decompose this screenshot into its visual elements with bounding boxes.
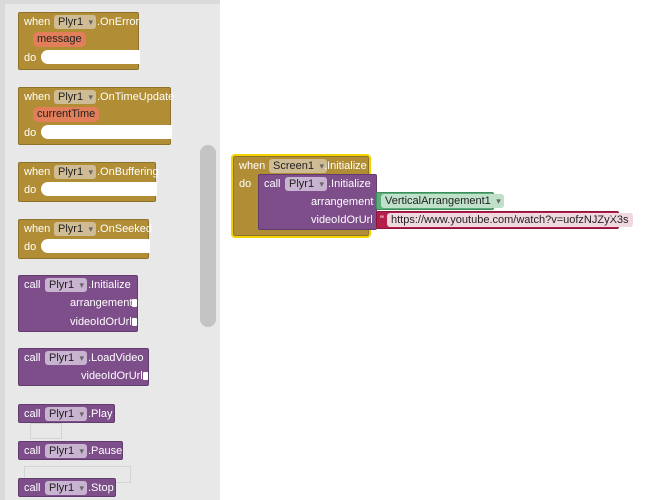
faded-block-outline [30, 423, 62, 439]
component-dropdown[interactable]: Plyr1 [54, 15, 97, 29]
component-dropdown[interactable]: Plyr1 [54, 90, 97, 104]
call-initialize-block[interactable]: call Plyr1 .Initialize arrangement video… [258, 174, 377, 230]
arg-arrangement: arrangement [70, 297, 133, 309]
statement-slot [41, 182, 157, 196]
blocks-flyout: when Plyr1 .OnError message do when Plyr… [0, 0, 220, 500]
on-buffering-block[interactable]: when Plyr1 .OnBuffering do [18, 162, 159, 202]
method-name: .Stop [88, 482, 114, 494]
do-label: do [24, 184, 37, 196]
when-label: when [24, 166, 51, 178]
component-dropdown[interactable]: Plyr1 [285, 177, 328, 191]
event-name: .Initialize [324, 160, 367, 172]
text-string-block[interactable]: " https://www.youtube.com/watch?v=uofzNJ… [376, 211, 633, 229]
method-name: .Initialize [328, 178, 371, 190]
component-dropdown[interactable]: VerticalArrangement1 [381, 194, 504, 208]
call-load-video-block[interactable]: call Plyr1 .LoadVideo videoIdOrUrl [18, 348, 149, 386]
when-label: when [24, 223, 51, 235]
component-dropdown[interactable]: Plyr1 [54, 165, 97, 179]
event-name: .OnSeeked [97, 223, 153, 235]
call-label: call [24, 482, 41, 494]
call-label: call [24, 279, 41, 291]
call-label: call [24, 408, 41, 420]
when-label: when [24, 91, 51, 103]
blocks-workspace[interactable]: when Screen1 .Initialize do call Plyr1 .… [220, 0, 655, 500]
event-name: .OnError [97, 16, 140, 28]
on-error-block[interactable]: when Plyr1 .OnError message do [18, 12, 140, 70]
arg-video-id-or-url: videoIdOrUrl [81, 370, 143, 382]
close-quote-icon: " [611, 214, 615, 226]
text-field[interactable]: https://www.youtube.com/watch?v=uofzNJZy… [387, 213, 633, 227]
call-label: call [264, 178, 281, 190]
method-name: .LoadVideo [88, 352, 144, 364]
statement-slot [41, 125, 172, 139]
component-dropdown[interactable]: Plyr1 [45, 407, 88, 421]
component-dropdown[interactable]: Plyr1 [45, 444, 88, 458]
do-label: do [24, 241, 37, 253]
input-socket[interactable] [132, 299, 137, 307]
arg-video-id-or-url: videoIdOrUrl [311, 214, 373, 226]
arg-arrangement: arrangement [311, 196, 374, 208]
method-name: .Pause [88, 445, 123, 457]
component-dropdown[interactable]: Plyr1 [54, 222, 97, 236]
param-current-time[interactable]: currentTime [33, 107, 100, 122]
event-name: .OnBuffering [97, 166, 159, 178]
component-dropdown[interactable]: Plyr1 [45, 481, 88, 495]
component-dropdown[interactable]: Plyr1 [45, 278, 88, 292]
on-seeked-block[interactable]: when Plyr1 .OnSeeked do [18, 219, 153, 259]
statement-slot [41, 239, 150, 253]
when-label: when [24, 16, 51, 28]
arg-video-id-or-url: videoIdOrUrl [70, 316, 132, 328]
call-initialize-block[interactable]: call Plyr1 .Initialize arrangement video… [18, 275, 138, 332]
do-label: do [24, 127, 37, 139]
do-label: do [24, 52, 37, 64]
input-socket[interactable] [143, 372, 148, 380]
event-name: .OnTimeUpdate [97, 91, 175, 103]
when-label: when [239, 160, 266, 172]
input-socket[interactable] [132, 318, 137, 326]
statement-slot [41, 50, 140, 64]
do-label: do [239, 178, 252, 190]
on-time-update-block[interactable]: when Plyr1 .OnTimeUpdate currentTime do [18, 87, 175, 145]
param-message[interactable]: message [33, 32, 86, 47]
component-dropdown[interactable]: Plyr1 [45, 351, 88, 365]
flyout-scrollbar[interactable] [200, 145, 216, 327]
component-dropdown[interactable]: Screen1 [269, 159, 327, 173]
call-label: call [24, 352, 41, 364]
call-stop-block[interactable]: call Plyr1 .Stop [18, 478, 116, 497]
method-name: .Initialize [88, 279, 131, 291]
open-quote-icon: " [380, 214, 384, 226]
component-block[interactable]: VerticalArrangement1 [376, 192, 504, 210]
method-name: .Play [88, 408, 113, 420]
call-label: call [24, 445, 41, 457]
call-play-block[interactable]: call Plyr1 .Play [18, 404, 115, 423]
call-pause-block[interactable]: call Plyr1 .Pause [18, 441, 123, 460]
